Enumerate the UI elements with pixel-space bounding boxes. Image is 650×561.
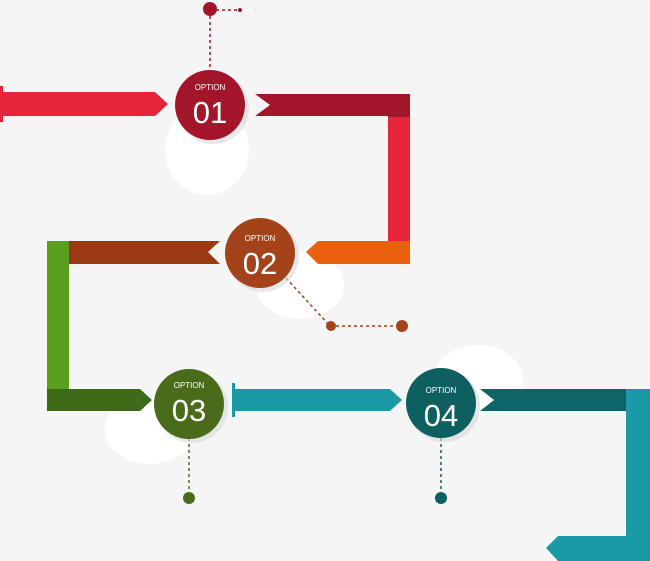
- teal-arrow-tail: [232, 383, 235, 417]
- option-node-02: OPTION 02: [225, 218, 299, 292]
- connector-02-diagonal: [285, 277, 331, 327]
- option-circle-03: [154, 369, 224, 439]
- option-label-01: OPTION: [195, 83, 226, 92]
- dark-teal-arrow: [480, 389, 628, 411]
- connector-dot: [396, 320, 408, 332]
- teal-arrow-exit: [546, 536, 650, 561]
- option-number-04: 04: [424, 398, 458, 433]
- red-vertical-bar: [388, 117, 410, 241]
- connector-dot: [326, 321, 336, 331]
- connector-dot-small: [238, 8, 242, 12]
- option-number-02: 02: [243, 246, 277, 281]
- option-node-03: OPTION 03: [154, 369, 228, 443]
- red-arrow-tail: [0, 86, 3, 122]
- brown-arrow: [68, 241, 220, 264]
- dark-green-arrow: [47, 389, 152, 411]
- option-node-01: OPTION 01: [175, 70, 249, 144]
- option-number-01: 01: [193, 95, 227, 130]
- option-number-03: 03: [172, 393, 206, 428]
- option-circle-01: [175, 70, 245, 140]
- connector-dot: [435, 492, 447, 504]
- dark-red-arrow-out: [255, 94, 410, 117]
- option-label-03: OPTION: [174, 381, 205, 390]
- teal-arrow: [232, 389, 402, 411]
- orange-arrow: [306, 241, 410, 264]
- green-vertical-bar: [47, 241, 69, 411]
- connector-dot: [183, 492, 195, 504]
- option-circle-04: [406, 368, 476, 438]
- option-node-04: OPTION 04: [406, 368, 480, 442]
- connector-dot: [203, 2, 217, 16]
- teal-vertical-bar: [626, 389, 650, 561]
- option-label-02: OPTION: [245, 234, 276, 243]
- option-circle-02: [225, 218, 295, 288]
- option-label-04: OPTION: [426, 386, 457, 395]
- red-arrow-in: [0, 92, 168, 116]
